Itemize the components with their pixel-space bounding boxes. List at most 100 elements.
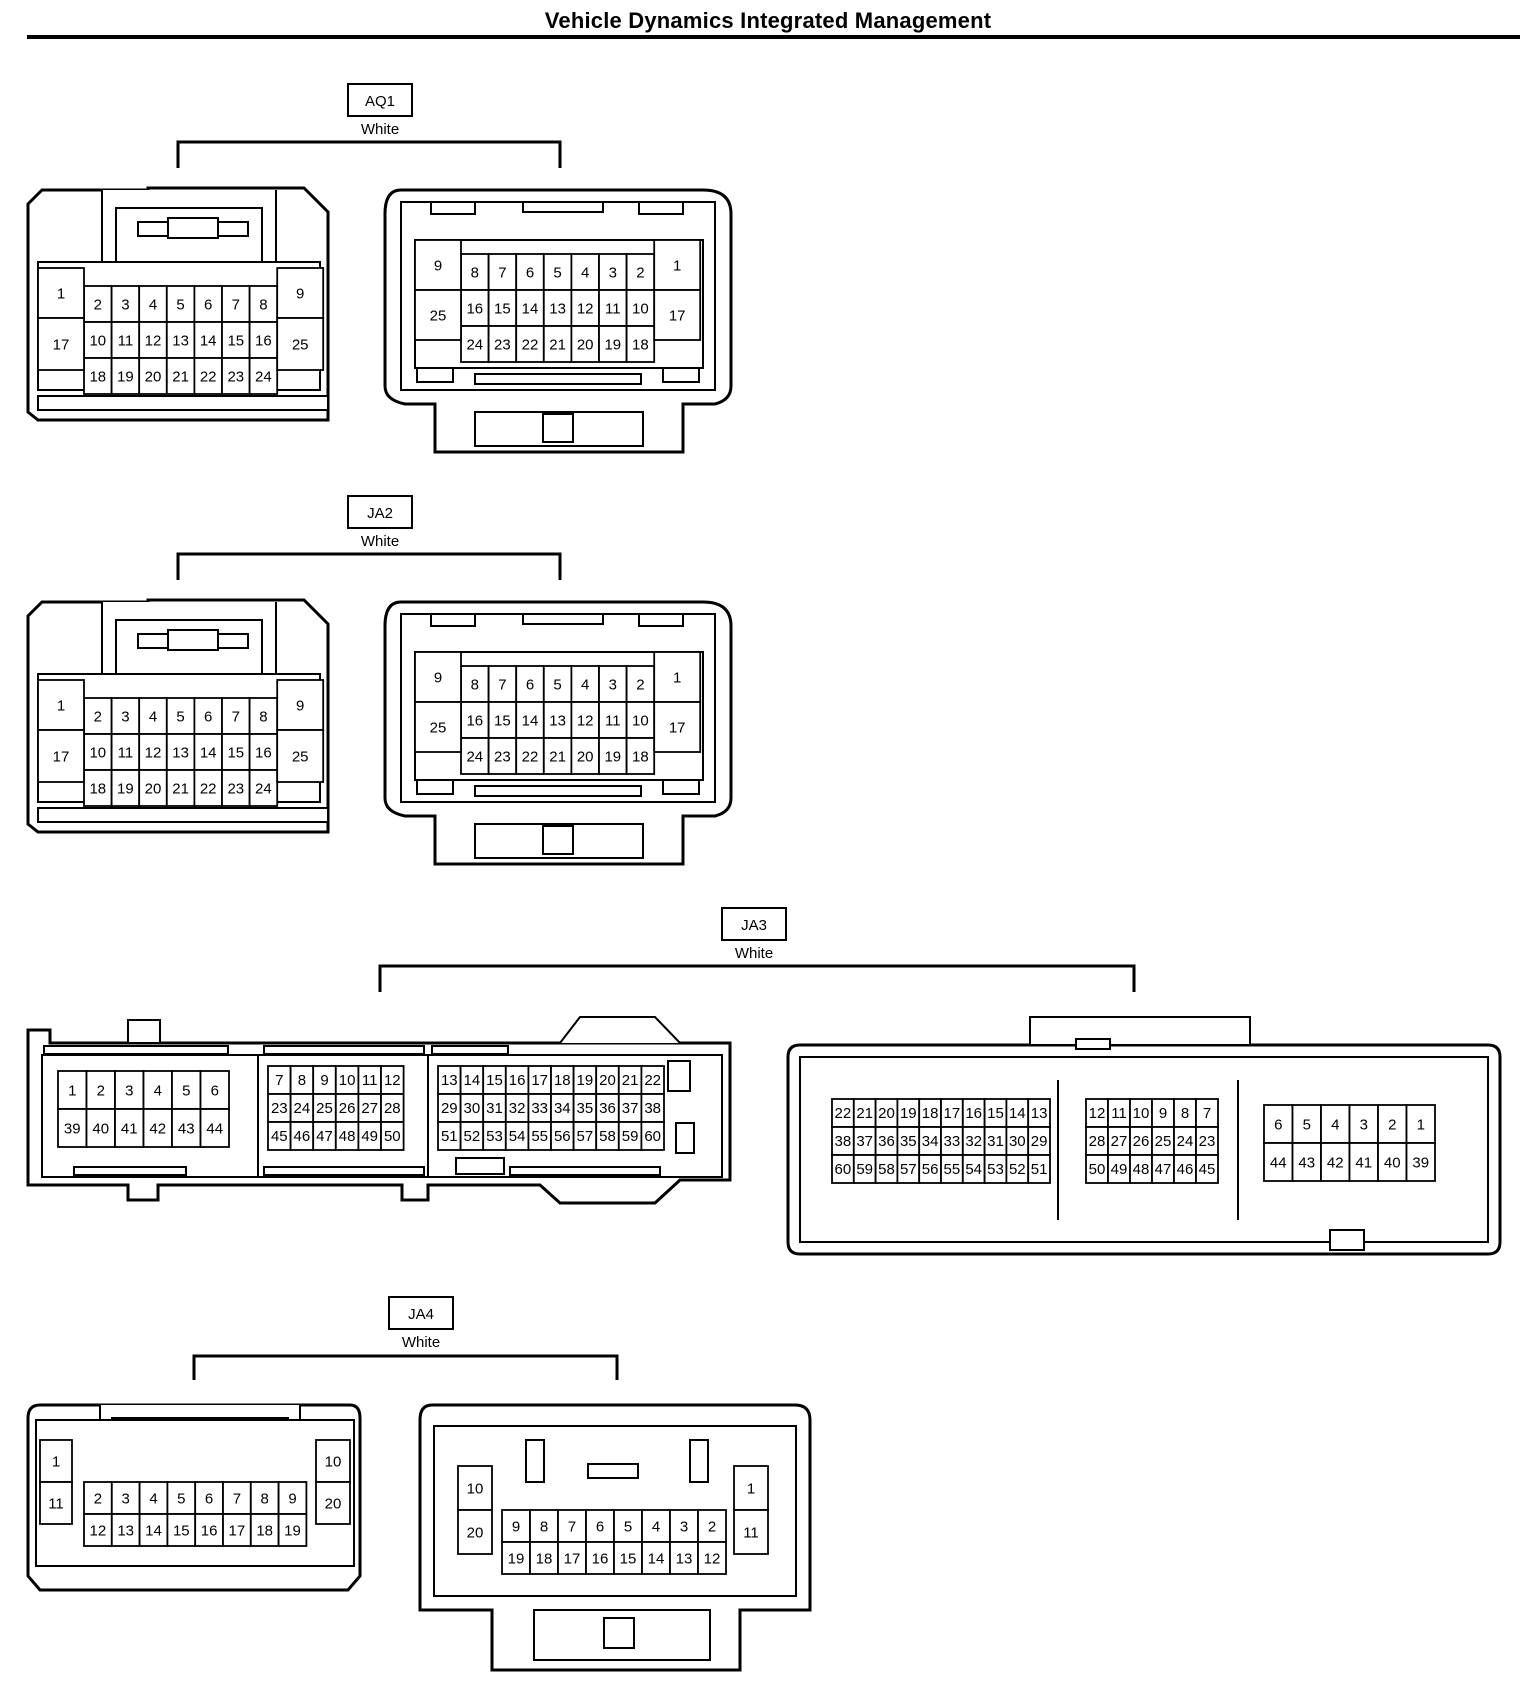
- pin-label: 17: [53, 336, 70, 353]
- pin-cell: [501, 1541, 531, 1575]
- pin-cell: [221, 733, 251, 771]
- top-slot-left: [430, 201, 476, 215]
- pin-label: 25: [1155, 1133, 1172, 1150]
- pin-label: 16: [965, 1105, 982, 1122]
- pin-label: 21: [856, 1105, 873, 1122]
- pin-label: 8: [298, 1072, 306, 1089]
- pin-cell: [1348, 1104, 1379, 1144]
- pin-label: 6: [205, 1490, 213, 1507]
- pin-label: 16: [466, 300, 483, 317]
- pin-label: 43: [178, 1120, 195, 1137]
- pin-cell: [1348, 1142, 1379, 1182]
- pin-cell: [529, 1541, 559, 1575]
- pin-label: 41: [121, 1120, 138, 1137]
- pin-label: 7: [1203, 1105, 1211, 1122]
- pin-cell: [1405, 1104, 1436, 1144]
- pin-label: 32: [965, 1133, 982, 1150]
- pin-label: 12: [145, 744, 162, 761]
- ja3-left-top-tab: [127, 1019, 161, 1044]
- pin-cell: [39, 1481, 73, 1525]
- pin-label: 21: [622, 1072, 639, 1089]
- pin-label: 11: [118, 744, 134, 761]
- pin-label: 19: [577, 1072, 594, 1089]
- pin-cell: [598, 737, 628, 775]
- pin-cell: [457, 1465, 493, 1511]
- pin-label: 6: [526, 264, 534, 281]
- pin-label: 5: [624, 1518, 632, 1535]
- pin-cell: [193, 769, 223, 807]
- pin-label: 21: [172, 780, 189, 797]
- bottom-slot-left: [416, 779, 454, 795]
- pin-label: 15: [227, 744, 244, 761]
- connector-ja2-bracket: [176, 552, 562, 580]
- pin-cell: [83, 357, 113, 395]
- pin-cell: [487, 325, 518, 363]
- pin-cell: [733, 1509, 769, 1555]
- pin-label: 18: [536, 1550, 553, 1567]
- pin-label: 24: [466, 748, 483, 765]
- ja4-right-key: [603, 1617, 635, 1649]
- pin-label: 34: [554, 1100, 571, 1117]
- pin-label: 12: [145, 332, 162, 349]
- connector-ja3-color: White: [735, 945, 773, 962]
- pin-label: 9: [288, 1490, 296, 1507]
- pin-label: 3: [121, 296, 129, 313]
- pin-label: 20: [325, 1495, 342, 1512]
- pin-cell: [110, 733, 141, 771]
- pin-label: 1: [747, 1480, 755, 1497]
- pin-label: 20: [145, 780, 162, 797]
- pin-label: 1: [1417, 1116, 1425, 1133]
- pin-label: 47: [1155, 1161, 1172, 1178]
- pin-label: 60: [644, 1128, 661, 1145]
- pin-label: 3: [125, 1082, 133, 1099]
- pin-label: 14: [648, 1550, 665, 1567]
- pin-cell: [613, 1541, 643, 1575]
- pin-label: 14: [200, 332, 217, 349]
- pin-label: 58: [878, 1161, 895, 1178]
- pin-label: 27: [1111, 1133, 1128, 1150]
- pin-label: 13: [676, 1550, 693, 1567]
- pin-label: 17: [531, 1072, 548, 1089]
- bottom-rail: [37, 807, 329, 823]
- pin-label: 37: [856, 1133, 873, 1150]
- pin-label: 38: [644, 1100, 661, 1117]
- pin-label: 1: [673, 257, 681, 274]
- pin-cell: [315, 1481, 351, 1525]
- pin-label: 19: [508, 1550, 525, 1567]
- pin-label: 15: [173, 1522, 190, 1539]
- ja3-left-rail-top-b: [263, 1045, 425, 1055]
- pin-label: 7: [275, 1072, 283, 1089]
- pin-label: 4: [652, 1518, 660, 1535]
- pin-cell: [83, 769, 113, 807]
- pin-label: 34: [922, 1133, 939, 1150]
- pin-label: 14: [522, 712, 539, 729]
- pin-label: 21: [549, 336, 566, 353]
- pin-cell: [1263, 1104, 1294, 1144]
- pin-label: 30: [1009, 1133, 1026, 1150]
- ja4-right-tab: [587, 1463, 639, 1479]
- pin-label: 4: [1331, 1116, 1339, 1133]
- pin-cell: [138, 697, 168, 735]
- connector-ja3-bracket: [378, 964, 1136, 992]
- pin-label: 6: [526, 676, 534, 693]
- pin-cell: [138, 321, 168, 359]
- pin-label: 19: [900, 1105, 917, 1122]
- pin-label: 25: [292, 748, 309, 765]
- pin-label: 6: [204, 296, 212, 313]
- ja3-left-rail-top-a: [43, 1045, 229, 1055]
- pin-label: 35: [577, 1100, 594, 1117]
- connector-aq1-color: White: [361, 121, 399, 138]
- pin-cell: [276, 729, 325, 783]
- pin-label: 20: [145, 368, 162, 385]
- connector-ja3-tag: [721, 907, 787, 941]
- pin-label: 17: [944, 1105, 961, 1122]
- pin-cell: [585, 1541, 615, 1575]
- pin-cell: [276, 679, 325, 731]
- pin-label: 10: [632, 712, 649, 729]
- pin-cell: [37, 317, 85, 371]
- pin-label: 7: [232, 708, 240, 725]
